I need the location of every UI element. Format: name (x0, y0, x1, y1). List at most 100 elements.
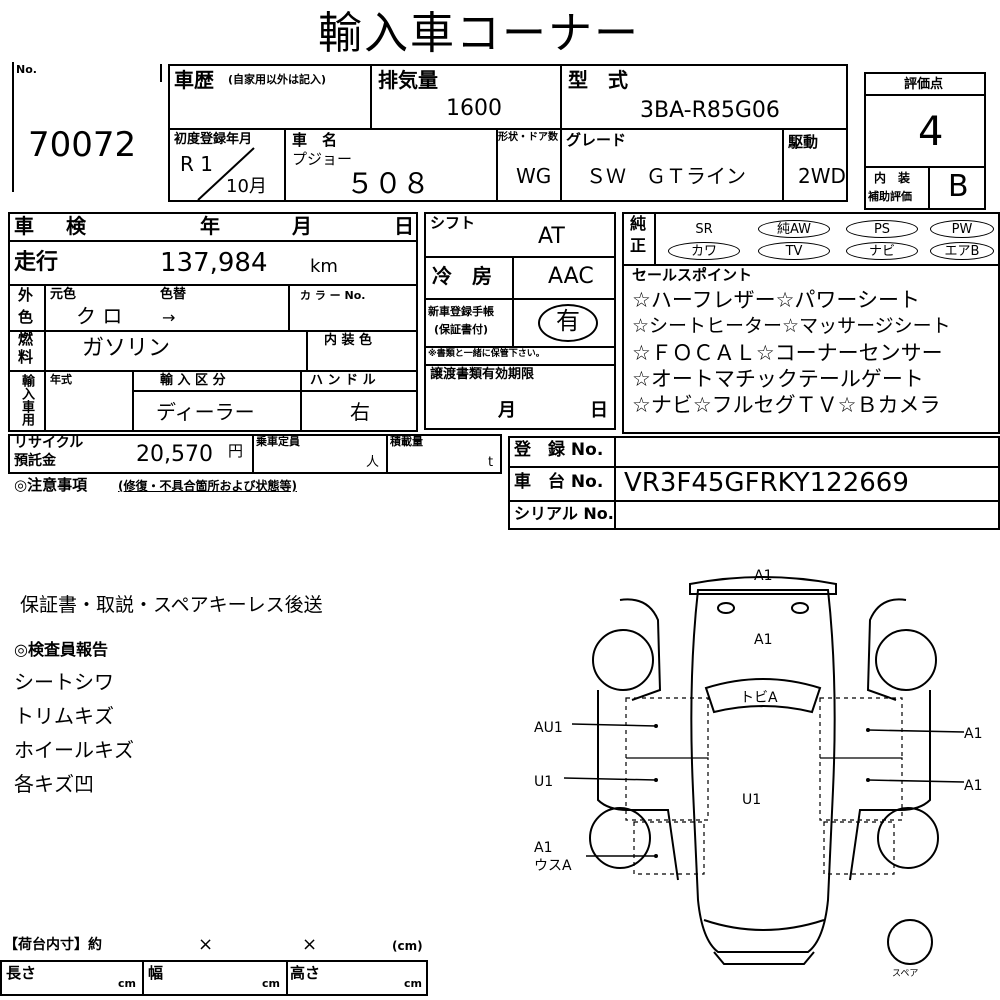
car-model: ５０８ (346, 167, 431, 200)
car-name-label: 車 名 (292, 131, 338, 149)
inspection-day: 日 (394, 214, 414, 238)
shift-grid (424, 212, 616, 430)
fuel-side-2: 料 (18, 348, 34, 366)
first-reg-month: 10月 (226, 176, 267, 197)
car-body-outline (690, 589, 836, 953)
cargo-x1: × (198, 934, 214, 955)
front-left-wheel (592, 629, 654, 691)
recycle-value: 20,570 (136, 442, 213, 467)
first-reg-slash (197, 147, 255, 201)
history-sub: (自家用以外は記入) (228, 73, 327, 86)
score-value: 4 (918, 109, 944, 155)
shift-label: シフト (430, 214, 476, 232)
diag-right-rear: A1 (964, 778, 982, 794)
notes-sub: (修復・不具合箇所および状態等) (118, 479, 297, 493)
handle-value: 右 (350, 400, 370, 424)
sales-points-label: セールスポイント (632, 266, 753, 284)
color-side-2: 色 (18, 308, 34, 326)
interior-color-label: 内 装 色 (324, 333, 373, 348)
diag-hood: A1 (754, 632, 772, 648)
inspector-item: シートシワ (14, 670, 114, 694)
diag-left-front: AU1 (534, 720, 563, 736)
sales-point-line: ☆ナビ☆フルセグＴＶ☆Ｂカメラ (632, 393, 941, 417)
equip-airbag: エアB (930, 242, 994, 260)
displacement-value: 1600 (446, 96, 502, 121)
grade-value: ＳＷ ＧＴライン (586, 164, 746, 188)
equipment-box (622, 212, 1000, 434)
cargo-height-label: 高さ (290, 964, 321, 982)
diag-roof: U1 (742, 792, 761, 808)
first-reg-era: R 1 (180, 152, 213, 176)
mileage-label: 走行 (14, 250, 59, 275)
recycle-label-2: 預託金 (14, 453, 56, 469)
diag-left-wheel-2: ウスA (534, 858, 572, 874)
car-maker: プジョー (292, 150, 353, 168)
inspection-year: 年 (200, 214, 220, 238)
sales-point-line: ☆ＦＯＣＡＬ☆コーナーセンサー (632, 341, 943, 365)
color-arrow: → (162, 308, 176, 327)
equipment-label-1: 純 (630, 214, 647, 233)
cargo-width-unit: cm (262, 977, 280, 990)
registration-grid (508, 436, 1000, 530)
color-orig-label: 元色 (50, 287, 77, 302)
import-type-value: ディーラー (156, 400, 255, 424)
equip-navi: ナビ (846, 242, 918, 260)
body-type-label: 形状・ドア数 (498, 132, 558, 143)
serial-label: シリアル No. (514, 504, 614, 523)
transfer-label: 譲渡書類有効期限 (430, 367, 535, 382)
page-title: 輸入車コーナー (318, 8, 640, 59)
load-label: 積載量 (390, 435, 423, 448)
no-border-left (12, 62, 14, 192)
color-side-1: 外 (18, 286, 34, 304)
warranty-note: ※書類と一緒に保管下さい。 (428, 349, 545, 359)
notes-label: ◎注意事項 (14, 476, 88, 494)
ac-label: 冷 房 (432, 264, 492, 288)
rear-left-wheel (589, 807, 651, 869)
equip-tv: TV (758, 242, 830, 260)
body-type-value: WG (516, 164, 552, 188)
chassis-label: 車 台 No. (514, 472, 604, 492)
spare-tire (887, 919, 933, 965)
import-side: 輸入車用 (19, 374, 34, 426)
cargo-x2: × (302, 934, 318, 955)
equip-sr: SR (695, 222, 713, 237)
registration-label: 登 録 No. (514, 440, 604, 460)
diag-right-front: A1 (964, 726, 982, 742)
sales-point-line: ☆オートマチックテールゲート (632, 367, 924, 391)
mileage-unit: km (310, 256, 338, 277)
cargo-width-label: 幅 (148, 964, 164, 982)
score-label: 評価点 (904, 77, 944, 92)
interior-label-1: 内 装 (874, 171, 911, 185)
interior-value: B (948, 169, 969, 204)
mileage-value: 137,984 (160, 248, 268, 278)
shift-value: AT (538, 224, 565, 249)
cargo-row (0, 960, 428, 996)
recycle-label-1: リサイクル (14, 435, 84, 451)
warranty-label-1: 新車登録手帳 (428, 305, 494, 318)
transfer-day: 日 (590, 400, 608, 421)
inspection-month: 月 (292, 214, 312, 238)
front-right-wheel (875, 629, 937, 691)
chassis-value: VR3F45GFRKY122669 (624, 468, 909, 498)
inspector-item: トリムキズ (14, 704, 114, 728)
displacement-label: 排気量 (378, 68, 438, 92)
sales-point-line: ☆ハーフレザー☆パワーシート (632, 288, 920, 312)
no-border-right (160, 64, 162, 82)
handle-label: ハ ン ド ル (310, 373, 376, 388)
warranty-circle (538, 304, 598, 342)
cargo-label: 【荷台内寸】約 (4, 937, 102, 953)
recycle-unit: 円 (228, 442, 244, 460)
model-code-label: 型 式 (568, 68, 628, 92)
fuel-side-1: 燃 (18, 330, 34, 348)
cargo-length-label: 長さ (6, 964, 37, 982)
inspector-label: ◎検査員報告 (14, 640, 108, 659)
equip-pw: PW (930, 220, 994, 238)
recycle-row (8, 434, 502, 474)
rear-right-wheel (877, 807, 939, 869)
car-damage-diagram: A1 A1 トビA AU1 U1 A1 ウスA U1 A1 A1 スペア (534, 568, 982, 979)
color-code-label: カ ラ ー No. (300, 289, 366, 302)
equipment-label-2: 正 (630, 236, 647, 255)
capacity-unit: 人 (366, 455, 380, 470)
notes-line: 保証書・取説・スペアキーレス後送 (20, 594, 323, 616)
diag-windshield: トビA (740, 690, 778, 706)
